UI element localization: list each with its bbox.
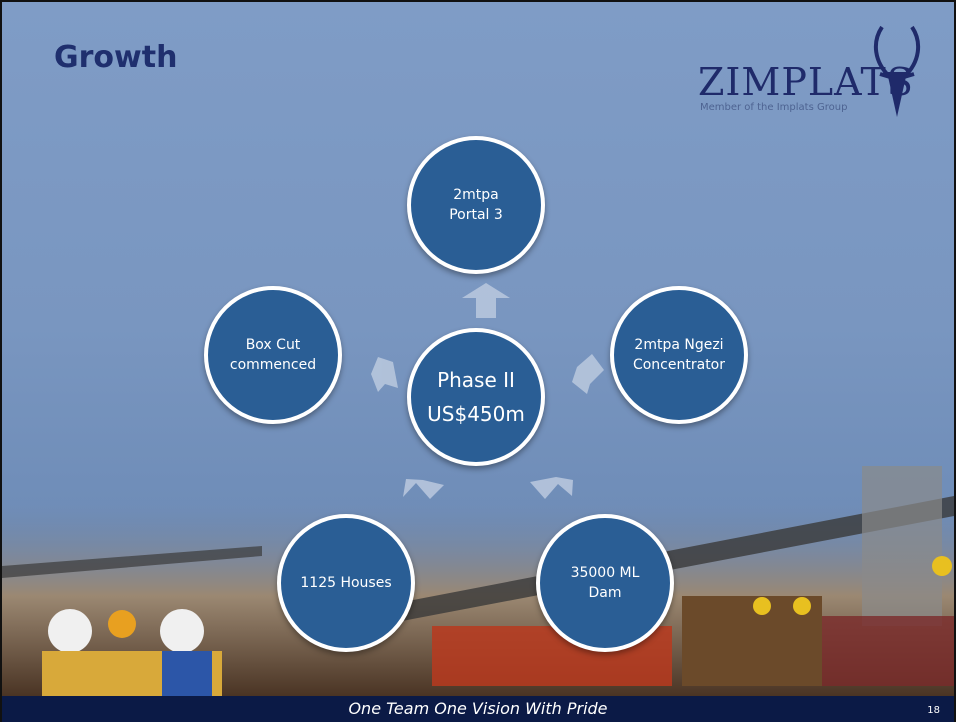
arrow-right [572, 354, 604, 394]
node-portal-3-line2: Portal 3 [449, 207, 503, 223]
zimplats-logo: ZIMPLATS Member of the Implats Group [692, 22, 932, 122]
node-phase-ii: Phase II US$450m [407, 328, 545, 466]
node-portal-3: 2mtpa Portal 3 [407, 136, 545, 274]
node-ngezi-concentrator: 2mtpa Ngezi Concentrator [610, 286, 748, 424]
footer-tagline: One Team One Vision With Pride [348, 699, 608, 718]
footer-bar: One Team One Vision With Pride [2, 696, 954, 722]
node-ngezi-line1: 2mtpa Ngezi [634, 337, 724, 353]
logo-subtitle: Member of the Implats Group [700, 102, 848, 113]
page-number: 18 [927, 705, 940, 716]
node-ngezi-line2: Concentrator [632, 357, 726, 373]
arrow-up [462, 283, 510, 318]
node-box-cut-line2: commenced [229, 357, 317, 373]
node-phase-ii-line2: US$450m [427, 402, 525, 426]
arrow-left [371, 357, 398, 392]
mining-photo-collage [2, 466, 954, 696]
node-houses-line1: 1125 Houses [300, 575, 392, 591]
slide-title: Growth [54, 40, 178, 75]
node-dam: 35000 ML Dam [536, 514, 674, 652]
node-dam-line2: Dam [588, 585, 622, 601]
node-dam-line1: 35000 ML [570, 565, 640, 581]
node-houses: 1125 Houses [277, 514, 415, 652]
node-box-cut: Box Cut commenced [204, 286, 342, 424]
antelope-icon [873, 25, 921, 117]
node-phase-ii-line1: Phase II [437, 368, 515, 392]
node-portal-3-line1: 2mtpa [453, 187, 499, 203]
arrow-bottom-left [403, 479, 444, 499]
logo-wordmark: ZIMPLATS [698, 60, 914, 104]
node-box-cut-line1: Box Cut [245, 337, 301, 353]
arrow-bottom-right [530, 477, 573, 499]
